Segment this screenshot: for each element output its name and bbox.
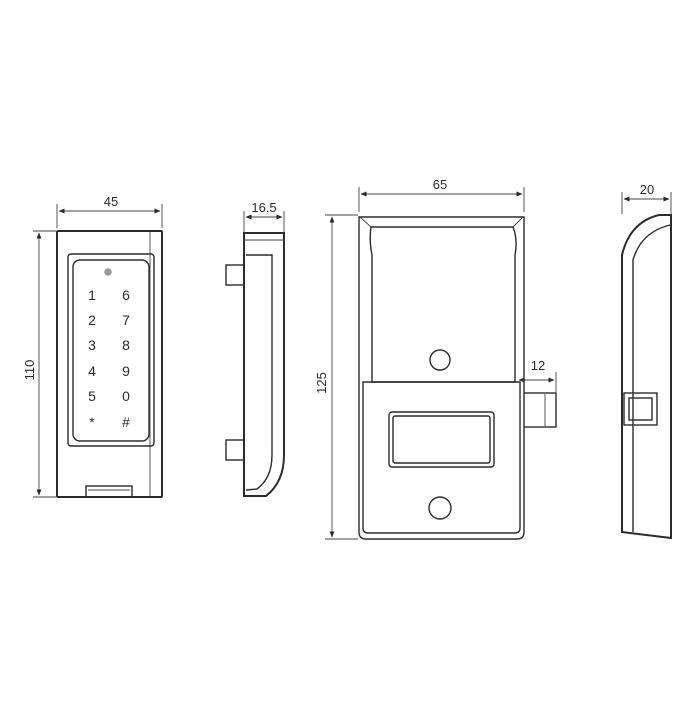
dimension-latch-projection: 12	[518, 358, 557, 392]
upper-cover-bevel-left	[359, 216, 372, 228]
keypad-side-inner-face	[245, 254, 273, 491]
screw-hole-bottom-icon	[428, 496, 452, 520]
dimension-label-65: 65	[433, 177, 447, 192]
key-label: 7	[122, 312, 130, 328]
mounting-tab-top	[225, 264, 245, 286]
dimension-lock-height: 125	[314, 214, 358, 540]
dimension-label-125: 125	[314, 372, 329, 394]
lock-lower-cover	[362, 381, 521, 534]
dimension-label-16-5: 16.5	[251, 200, 276, 215]
lock-body-side-view: 20	[621, 182, 672, 540]
key-label: 2	[88, 312, 96, 328]
keypad-side-view: 16.5	[225, 200, 285, 497]
dimension-label-12: 12	[531, 358, 545, 373]
dimension-label-20: 20	[640, 182, 654, 197]
key-label: *	[89, 414, 95, 430]
lock-side-inner-curve	[632, 224, 671, 532]
keypad-keys-right: 6 7 8 9 0 #	[122, 287, 130, 430]
side-button-outer	[623, 392, 658, 426]
bottom-clip	[85, 485, 133, 498]
status-led-icon	[104, 268, 112, 276]
keypad-side-body	[243, 232, 285, 497]
keypad-panel-outer	[67, 253, 155, 447]
key-label: 5	[88, 388, 96, 404]
lock-side-body	[621, 214, 672, 540]
upper-cover-bevel-right	[512, 216, 524, 228]
key-label: 9	[122, 363, 130, 379]
dimension-lock-width: 65	[358, 177, 525, 212]
dimension-keypad-depth: 16.5	[243, 200, 285, 233]
side-button-inner	[628, 397, 653, 421]
key-label: 3	[88, 337, 96, 353]
key-label: 0	[122, 388, 130, 404]
keypad-keys-left: 1 2 3 4 5 *	[88, 287, 96, 430]
key-label: 8	[122, 337, 130, 353]
lock-body-housing	[358, 216, 525, 540]
dimension-keypad-width: 45	[56, 194, 163, 228]
screw-hole-top-icon	[429, 349, 451, 371]
lock-window-outer	[388, 411, 495, 468]
lock-body-front-view: 65 125 12	[314, 177, 557, 540]
key-label: #	[122, 414, 130, 430]
dimension-label-110: 110	[22, 360, 37, 381]
keypad-panel-inner	[72, 259, 150, 442]
dimension-keypad-height: 110	[22, 230, 56, 498]
lock-window-inner	[392, 415, 491, 464]
keypad-front-view: 45 110 1 2 3 4 5 * 6 7 8 9	[22, 194, 163, 498]
key-label: 6	[122, 287, 130, 303]
key-label: 1	[88, 287, 96, 303]
mounting-tab-bottom	[225, 439, 245, 461]
dimension-label-45: 45	[104, 194, 118, 209]
key-label: 4	[88, 363, 96, 379]
dimension-lock-depth: 20	[621, 182, 672, 214]
